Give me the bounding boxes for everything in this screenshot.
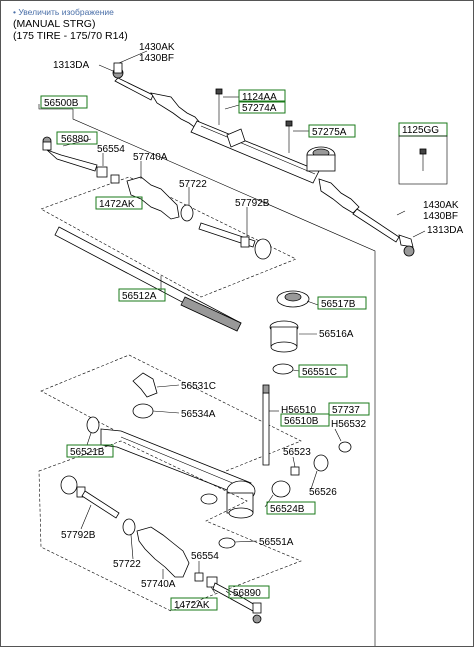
nut-1472AK-bottom <box>206 576 218 588</box>
boot-57740A-top <box>126 176 180 220</box>
label-1313DA-top[interactable]: 1313DA <box>53 60 89 71</box>
label-56531C[interactable]: 56531C <box>181 381 216 392</box>
enlarge-image-link[interactable]: • Увеличить изображение <box>13 7 114 17</box>
label-56500B[interactable]: 56500B <box>44 98 79 109</box>
part-56524B <box>271 480 291 498</box>
label-56512A[interactable]: 56512A <box>122 291 157 302</box>
box-56500B <box>40 95 88 109</box>
box-56517B <box>317 296 367 310</box>
box-57274A <box>238 100 286 114</box>
box-57275A <box>308 124 356 138</box>
boot-57740A-bottom <box>136 526 190 578</box>
label-57722-top[interactable]: 57722 <box>179 179 207 190</box>
label-1472AK-bottom[interactable]: 1472AK <box>174 600 210 611</box>
label-57740A-bottom[interactable]: 57740A <box>141 579 176 590</box>
inner-rod-57792B-bottom <box>60 475 120 519</box>
part-56516A <box>269 320 299 353</box>
assembly-bracket <box>72 109 376 646</box>
nut-1472AK-top <box>110 174 120 184</box>
label-56551A[interactable]: 56551A <box>259 537 294 548</box>
box-56512A <box>118 288 166 302</box>
box-1472AK-bottom <box>170 597 218 611</box>
pinion-shaft-H56510 <box>262 384 270 466</box>
inner-parts-group-bottom <box>38 440 302 612</box>
clamp-57722-top <box>180 204 194 222</box>
box-56880 <box>56 131 98 145</box>
nut-56554-top <box>96 166 108 178</box>
box-56890 <box>228 585 270 599</box>
label-H56532[interactable]: H56532 <box>331 419 366 430</box>
label-H56510[interactable]: H56510 <box>281 405 316 416</box>
washer-H56532 <box>338 441 352 453</box>
label-56880[interactable]: 56880 <box>61 134 89 145</box>
label-56890[interactable]: 56890 <box>233 588 261 599</box>
seal-56551C <box>272 363 294 375</box>
label-1430AK-top[interactable]: 1430AK <box>139 42 175 53</box>
label-57722-bottom[interactable]: 57722 <box>113 559 141 570</box>
label-1430AK-right[interactable]: 1430AK <box>423 200 459 211</box>
part-56523 <box>290 466 300 476</box>
label-57792B-bottom[interactable]: 57792B <box>61 530 96 541</box>
label-1430BF-right[interactable]: 1430BF <box>423 211 458 222</box>
label-56510B[interactable]: 56510B <box>284 416 319 427</box>
label-56516A[interactable]: 56516A <box>319 329 354 340</box>
label-56521B[interactable]: 56521B <box>70 447 105 458</box>
inner-rod-57792B-top <box>198 222 272 260</box>
label-57792B-top[interactable]: 57792B <box>235 198 270 209</box>
label-1472AK-top[interactable]: 1472AK <box>99 199 135 210</box>
box-1472AK-top <box>95 196 143 210</box>
nut-56554-bottom <box>194 572 204 582</box>
label-56524B[interactable]: 56524B <box>270 504 305 515</box>
top-assembly-illustration <box>112 62 415 257</box>
label-56554-top[interactable]: 56554 <box>97 144 125 155</box>
clamp-57722-bottom <box>122 518 136 536</box>
label-56523[interactable]: 56523 <box>283 447 311 458</box>
label-57275A[interactable]: 57275A <box>312 127 347 138</box>
steering-gear-housing <box>100 428 256 519</box>
bushing-56534A <box>132 403 154 419</box>
label-57737[interactable]: 57737 <box>332 405 360 416</box>
box-56521B <box>66 444 114 458</box>
part-56517B <box>276 290 310 308</box>
seal-56551A <box>218 537 236 549</box>
label-1430BF-top[interactable]: 1430BF <box>139 53 174 64</box>
label-56526[interactable]: 56526 <box>309 487 337 498</box>
box-56551C <box>298 364 348 378</box>
label-1125GG[interactable]: 1125GG <box>402 125 439 136</box>
tie-rod-end-56880 <box>42 136 98 172</box>
box-57737 <box>328 402 370 416</box>
leader-lines <box>62 50 426 596</box>
box-56510B <box>280 413 330 427</box>
label-1313DA-right[interactable]: 1313DA <box>427 225 463 236</box>
label-1124AA[interactable]: 1124AA <box>242 92 277 103</box>
header-line-1: (MANUAL STRG) <box>13 18 95 30</box>
label-56554-bottom[interactable]: 56554 <box>191 551 219 562</box>
tie-rod-end-56890 <box>212 582 262 624</box>
inner-parts-group-top <box>40 176 297 298</box>
label-56551C[interactable]: 56551C <box>302 367 337 378</box>
label-56534A[interactable]: 56534A <box>181 409 216 420</box>
label-56517B[interactable]: 56517B <box>321 299 356 310</box>
part-56521B <box>86 416 100 434</box>
label-57274A[interactable]: 57274A <box>242 103 277 114</box>
part-box-1125GG-body <box>398 135 448 185</box>
box-56524B <box>266 501 316 515</box>
clamp-56531C <box>132 372 158 398</box>
header-line-2: (175 TIRE - 175/70 R14) <box>13 30 128 42</box>
part-56526 <box>313 454 329 472</box>
label-57740A-top[interactable]: 57740A <box>133 152 168 163</box>
rack-56512A <box>54 226 242 332</box>
box-1124AA <box>238 89 286 103</box>
